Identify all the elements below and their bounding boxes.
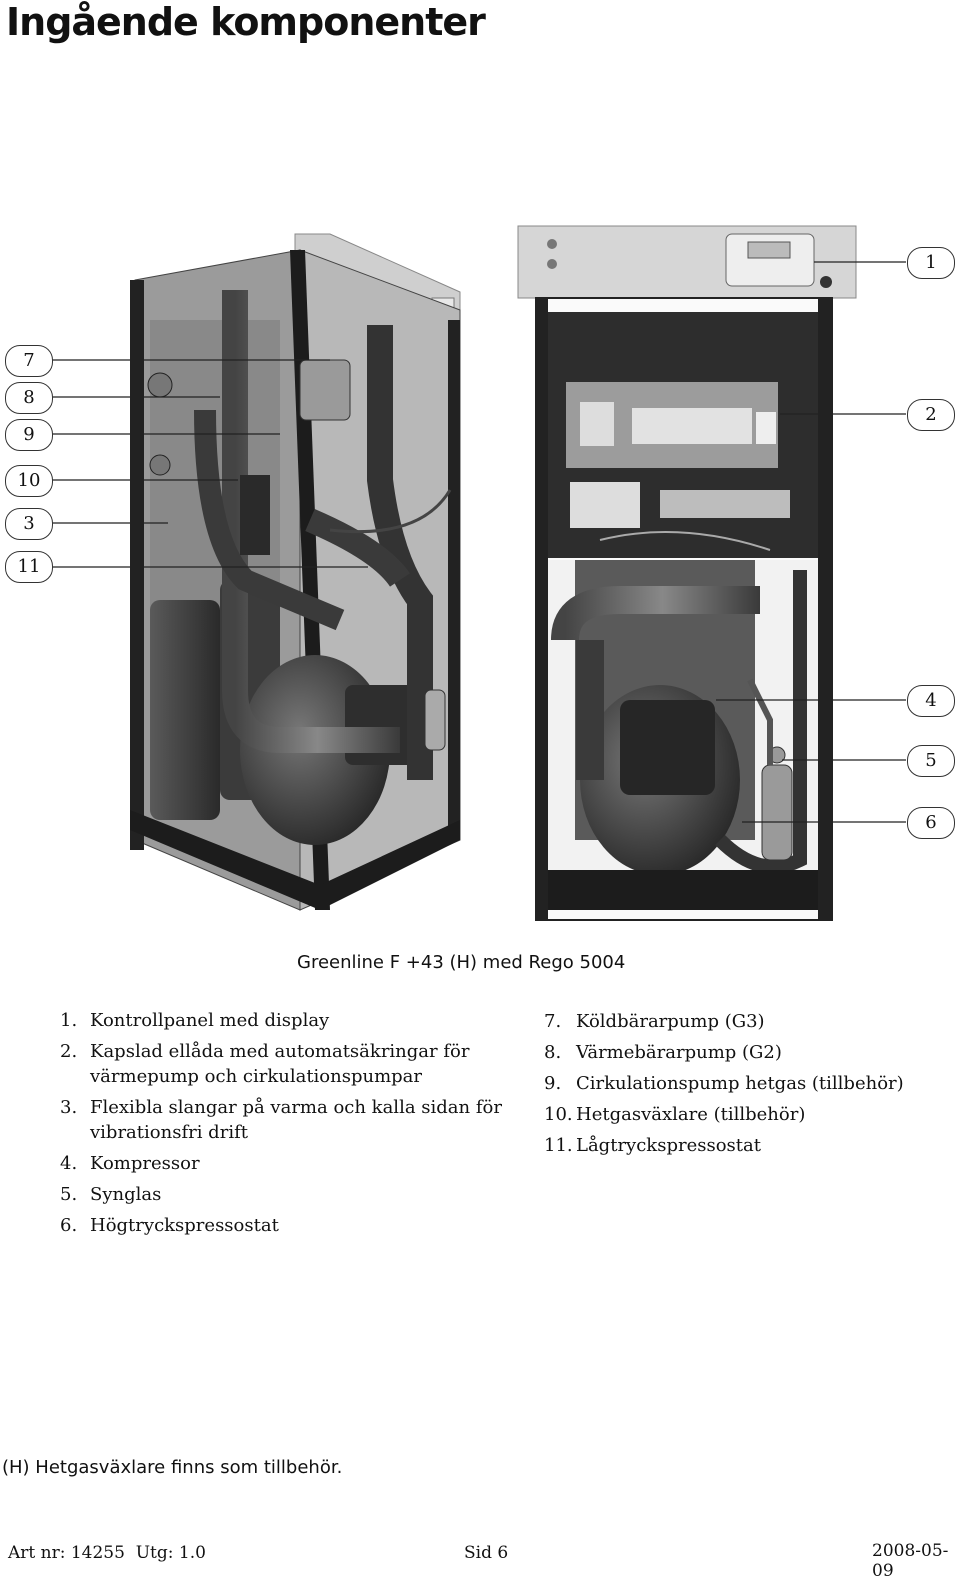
list-item-number: 4.: [60, 1153, 78, 1174]
list-item-number: 3.: [60, 1097, 78, 1118]
list-item-number: 8.: [544, 1042, 562, 1063]
list-item: 1. Kontrollpanel med display: [60, 1008, 510, 1033]
footer-article-number: Art nr: 14255 Utg: 1.0: [8, 1543, 206, 1563]
callout-3: 3: [5, 508, 53, 540]
list-item: 10.Hetgasväxlare (tillbehör): [544, 1102, 954, 1127]
list-item-number: 2.: [60, 1041, 78, 1062]
callout-5: 5: [907, 745, 955, 777]
page-title: Ingående komponenter: [6, 0, 486, 44]
list-item-text: Kapslad ellåda med automatsäkringar för …: [90, 1041, 470, 1087]
figure-caption: Greenline F +43 (H) med Rego 5004: [297, 952, 626, 973]
accessory-note: (H) Hetgasväxlare finns som tillbehör.: [2, 1457, 343, 1478]
footer-page-number: Sid 6: [464, 1543, 509, 1563]
left-unit-image: [130, 233, 461, 911]
component-list-left: 1. Kontrollpanel med display 2. Kapslad el…: [60, 1008, 510, 1244]
list-item-number: 1.: [60, 1010, 78, 1031]
list-item-number: 10.: [544, 1104, 573, 1125]
list-item-text: Köldbärarpump (G3): [576, 1011, 765, 1032]
callout-6: 6: [907, 807, 955, 839]
callout-1: 1: [907, 247, 955, 279]
list-item: 8. Värmebärarpump (G2): [544, 1040, 954, 1065]
callout-11: 11: [5, 551, 53, 583]
list-item: 4. Kompressor: [60, 1151, 510, 1176]
list-item-text: Kompressor: [90, 1153, 200, 1174]
list-item: 11.Lågtryckspressostat: [544, 1133, 954, 1158]
list-item: 9. Cirkulationspump hetgas (tillbehör): [544, 1071, 954, 1096]
list-item-text: Cirkulationspump hetgas (tillbehör): [576, 1073, 904, 1094]
list-item-text: Synglas: [90, 1184, 162, 1205]
list-item: 7. Köldbärarpump (G3): [544, 1009, 954, 1034]
list-item: 2. Kapslad ellåda med automatsäkringar fö…: [60, 1039, 510, 1089]
callout-7: 7: [5, 345, 53, 377]
list-item-number: 7.: [544, 1011, 562, 1032]
list-item-text: Kontrollpanel med display: [90, 1010, 330, 1031]
component-list-right: 7. Köldbärarpump (G3) 8. Värmebärarpump (G…: [544, 1009, 954, 1164]
list-item-number: 6.: [60, 1215, 78, 1236]
list-item-number: 11.: [544, 1135, 573, 1156]
callout-2: 2: [907, 399, 955, 431]
list-item: 3. Flexibla slangar på varma och kalla si…: [60, 1095, 510, 1145]
list-item: 6. Högtryckspressostat: [60, 1213, 510, 1238]
list-item-text: Högtryckspressostat: [90, 1215, 279, 1236]
product-photo: [51, 225, 906, 921]
callout-8: 8: [5, 382, 53, 414]
callout-9: 9: [5, 419, 53, 451]
callout-10: 10: [5, 465, 53, 497]
right-unit-image: [517, 225, 857, 921]
footer-date: 2008-05-09: [872, 1541, 949, 1581]
callout-4: 4: [907, 685, 955, 717]
list-item-text: Värmebärarpump (G2): [576, 1042, 782, 1063]
list-item: 5. Synglas: [60, 1182, 510, 1207]
list-item-text: Lågtryckspressostat: [576, 1135, 761, 1156]
list-item-number: 5.: [60, 1184, 78, 1205]
list-item-number: 9.: [544, 1073, 562, 1094]
list-item-text: Flexibla slangar på varma och kalla sida…: [90, 1097, 502, 1143]
list-item-text: Hetgasväxlare (tillbehör): [576, 1104, 806, 1125]
